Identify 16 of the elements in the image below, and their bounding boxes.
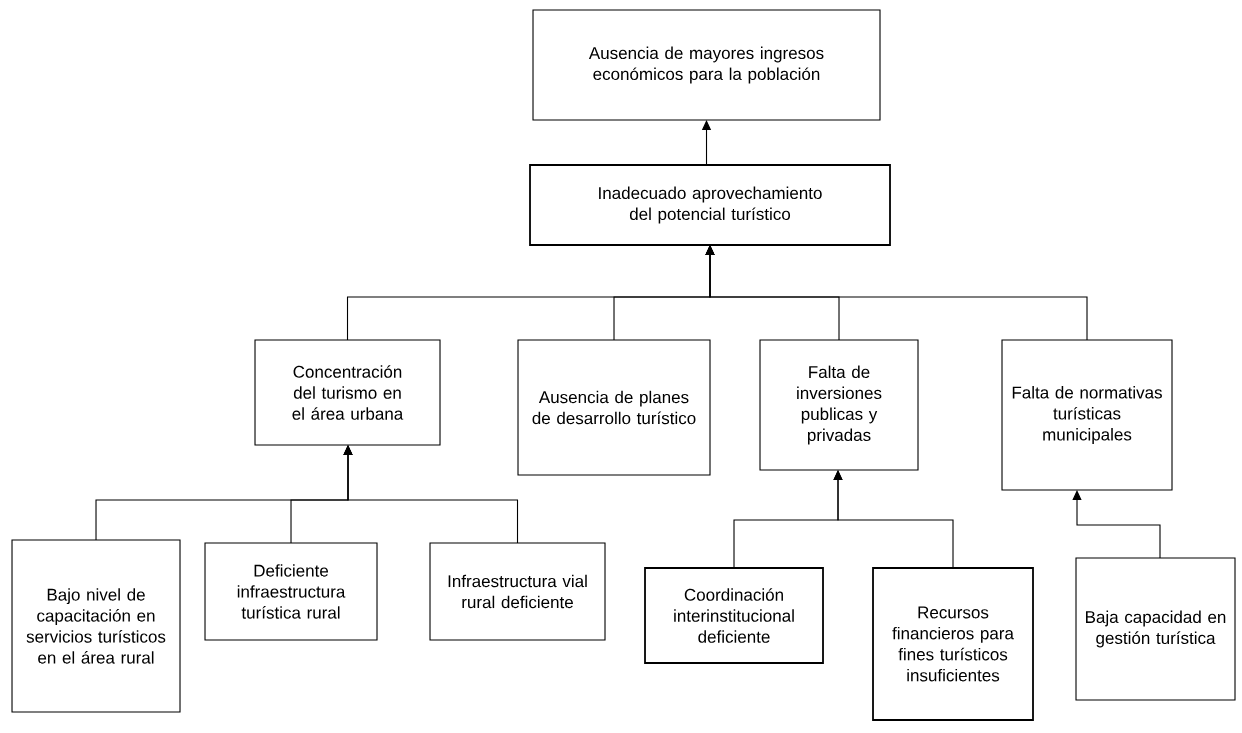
cause-box: Ausencia de mayores ingresos económicos para la población xyxy=(532,9,881,121)
cause-box: Inadecuado aprovechamiento del potencial turístico xyxy=(529,164,891,246)
cause-box: Concentración del turismo en el área urbana xyxy=(254,339,441,446)
cause-box: Deficiente infraestructura turística rural xyxy=(204,542,378,641)
cause-box: Recursos financieros para fines turísticos insuficientes xyxy=(872,567,1034,721)
arrow xyxy=(343,445,519,544)
cause-box: Baja capacidad en gestión turística xyxy=(1075,557,1236,701)
cause-box: Bajo nivel de capacitación en servicios turísticos en el área rural xyxy=(11,539,181,713)
arrow xyxy=(705,245,1088,341)
arrow xyxy=(833,470,954,569)
arrow xyxy=(1072,490,1161,559)
cause-box: Coordinación interinstitucional deficiente xyxy=(644,567,824,664)
cause-box: Infraestructura vial rural deficiente xyxy=(429,542,606,641)
cause-box: Falta de normativas turísticas municipales xyxy=(1001,339,1173,491)
cause-box: Falta de inversiones publicas y privadas xyxy=(759,339,919,471)
cause-box: Ausencia de planes de desarrollo turístico xyxy=(517,339,711,476)
